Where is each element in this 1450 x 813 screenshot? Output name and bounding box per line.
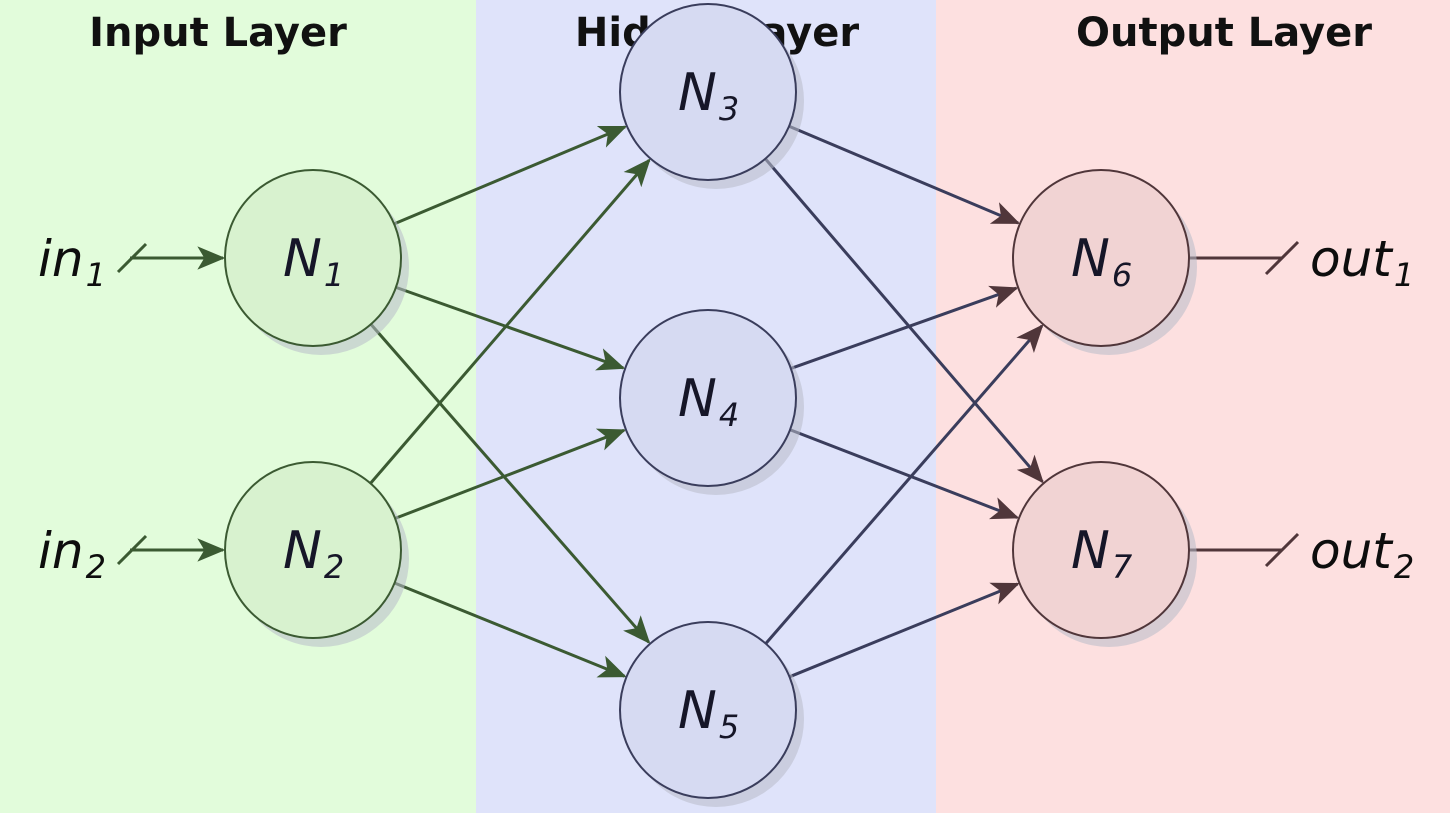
edge-n4-n6 xyxy=(790,285,1019,370)
io-signals: in1 in2 out1 out2 xyxy=(38,230,1414,586)
neuron-n7: N7 xyxy=(1012,461,1197,647)
neuron-circle xyxy=(224,169,402,347)
input-signal-in1: in1 xyxy=(38,230,226,294)
layer-band-input xyxy=(0,0,476,813)
output-signal-out1: out1 xyxy=(1189,230,1414,294)
edge-n5-n6 xyxy=(764,324,1044,645)
neuron-circle xyxy=(1012,169,1190,347)
neuron-circle xyxy=(1012,461,1190,639)
neuron-label: N6 xyxy=(1071,229,1132,294)
layer-band-output xyxy=(936,0,1450,813)
output-label-out2: out2 xyxy=(1310,522,1414,586)
output-signal-out2: out2 xyxy=(1189,522,1414,586)
edge-n3-n6 xyxy=(788,124,1021,225)
edge-n2-n5 xyxy=(393,581,627,678)
neuron-n2: N2 xyxy=(224,461,409,647)
layer-title-input: Input Layer xyxy=(89,10,347,56)
edge-n1-n5 xyxy=(369,323,651,644)
input-label-in2: in2 xyxy=(38,522,106,586)
neuron-circle xyxy=(619,309,797,487)
neuron-n1: N1 xyxy=(224,169,409,355)
neuron-circle xyxy=(619,3,797,181)
edge-n5-n7 xyxy=(788,582,1020,679)
neuron-label: N1 xyxy=(283,229,344,294)
edge-n1-n4 xyxy=(395,285,626,371)
input-label-in1: in1 xyxy=(38,230,106,294)
neuron-label: N3 xyxy=(678,63,739,128)
neuron-circle xyxy=(619,621,797,799)
edge-n2-n4 xyxy=(394,428,627,520)
neuron-label: N4 xyxy=(678,369,739,434)
neuron-n4: N4 xyxy=(619,309,804,495)
connections xyxy=(369,124,1044,679)
edge-n3-n7 xyxy=(764,157,1044,484)
neuron-circle xyxy=(224,461,402,639)
edge-n4-n7 xyxy=(789,428,1020,520)
edge-n2-n3 xyxy=(369,158,651,485)
neuron-n5: N5 xyxy=(619,621,804,807)
neuron-label: N5 xyxy=(678,681,739,746)
output-label-out1: out1 xyxy=(1310,230,1414,294)
neuron-n3: N3 xyxy=(619,3,804,189)
edge-n1-n3 xyxy=(393,125,628,226)
neuron-label: N7 xyxy=(1071,521,1133,586)
neuron-n6: N6 xyxy=(1012,169,1197,355)
neuron-label: N2 xyxy=(283,521,344,586)
input-signal-in2: in2 xyxy=(38,522,226,586)
layer-title-output: Output Layer xyxy=(1076,10,1372,56)
